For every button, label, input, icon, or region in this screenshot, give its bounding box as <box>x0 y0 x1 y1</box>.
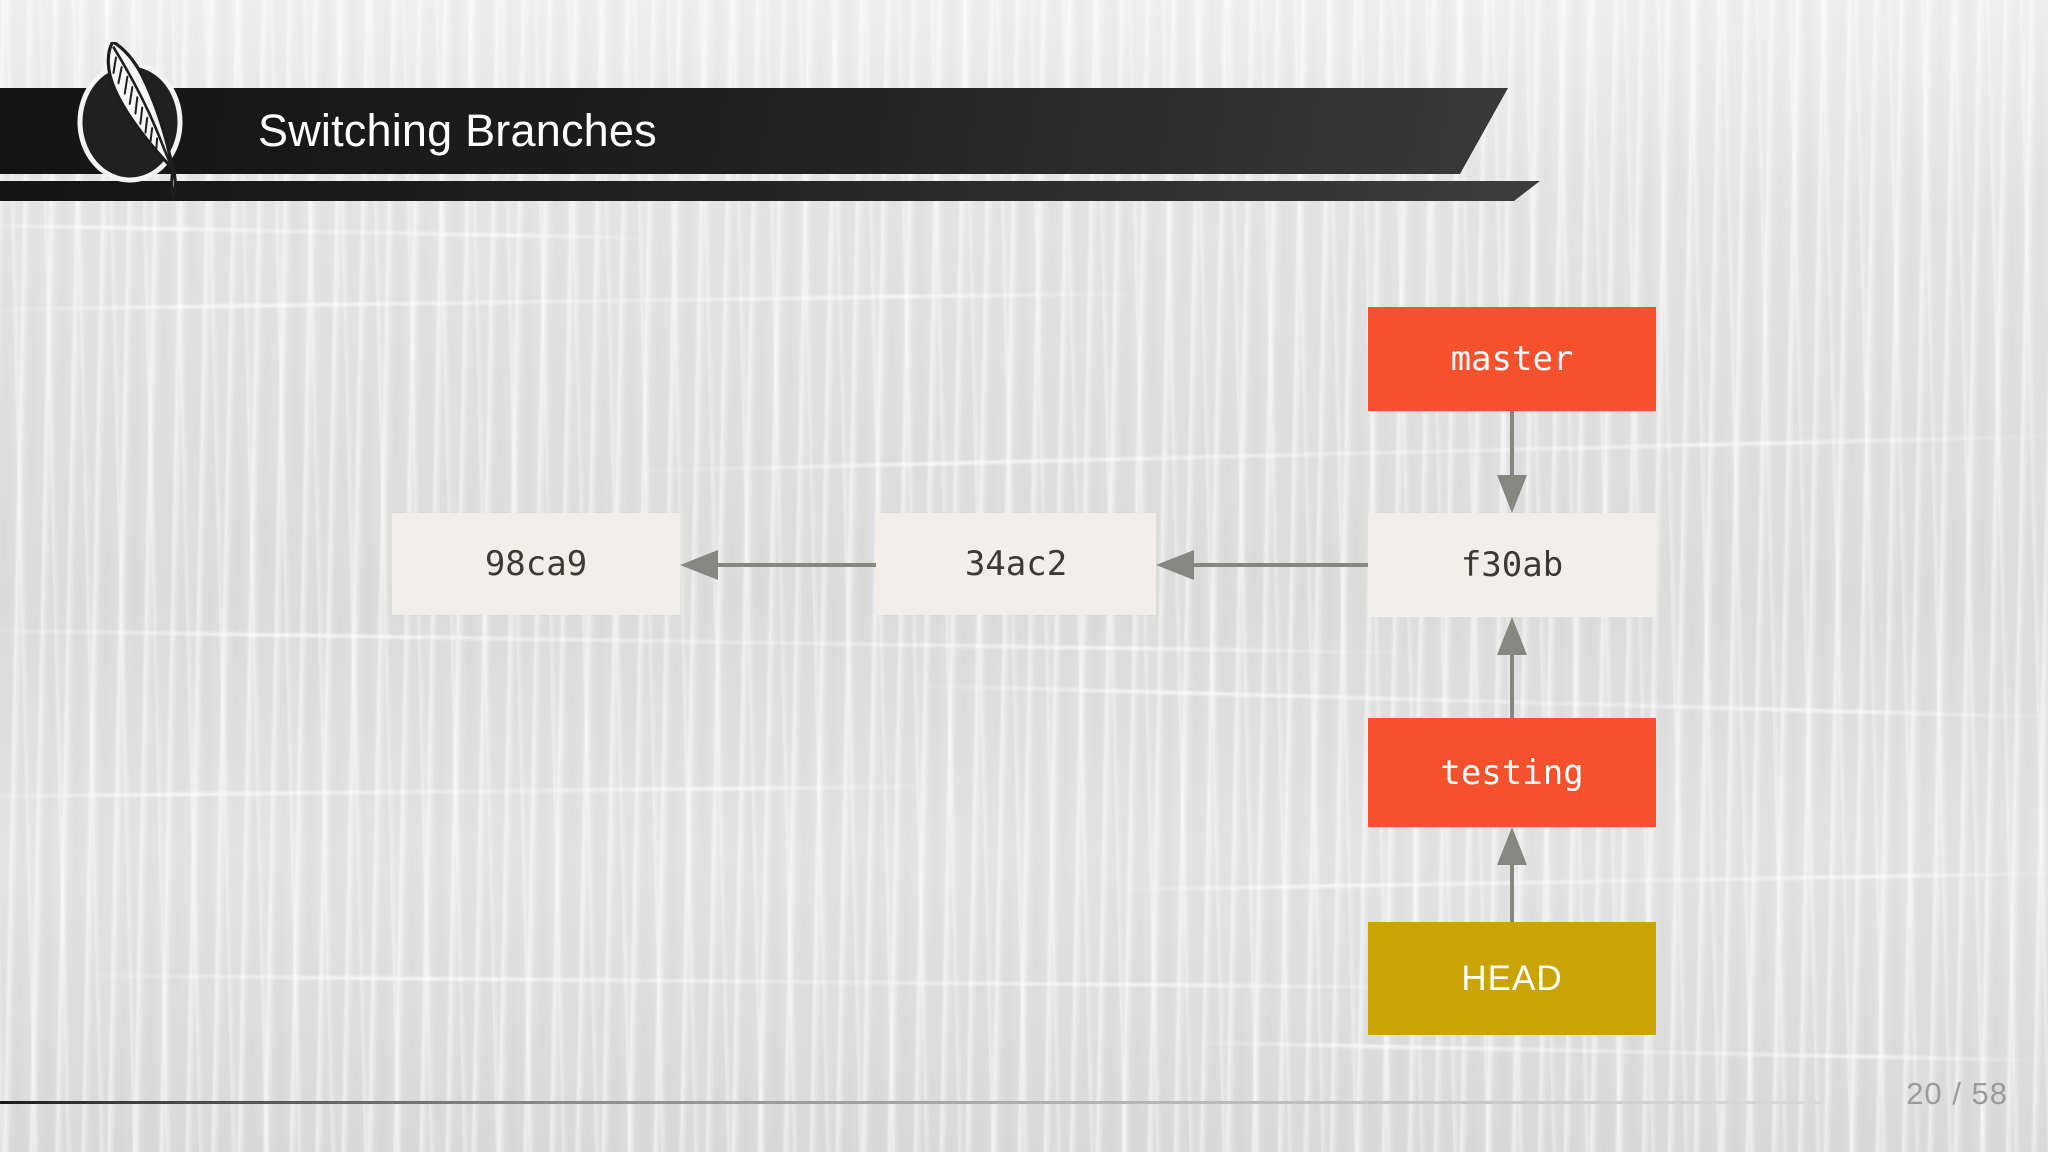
commit-label: 34ac2 <box>964 544 1068 584</box>
commit-node-f30ab[interactable]: f30ab <box>1368 513 1656 617</box>
page-title: Switching Branches <box>258 105 657 156</box>
title-banner-underbar <box>0 181 1540 201</box>
arrow-head-up-icon <box>1497 827 1527 865</box>
arrow-shaft <box>1510 861 1514 922</box>
footer-divider <box>0 1101 1822 1104</box>
branch-label: testing <box>1440 752 1584 793</box>
branch-node-testing[interactable]: testing <box>1368 718 1656 827</box>
commit-node-34ac2[interactable]: 34ac2 <box>876 513 1156 615</box>
head-label: HEAD <box>1461 958 1563 998</box>
edge-head-to-testing <box>1495 827 1529 922</box>
quill-feather-logo-icon <box>72 42 198 200</box>
commit-label: 98ca9 <box>484 544 588 584</box>
arrow-head-left-icon <box>680 550 718 580</box>
edge-34ac2-to-98ca9 <box>680 548 876 582</box>
arrow-shaft <box>1510 411 1514 479</box>
head-pointer-node[interactable]: HEAD <box>1368 922 1656 1035</box>
title-banner <box>0 88 1508 174</box>
branch-node-master[interactable]: master <box>1368 307 1656 411</box>
edge-testing-to-f30ab <box>1495 617 1529 718</box>
edge-f30ab-to-34ac2 <box>1156 548 1368 582</box>
edge-master-to-f30ab <box>1495 411 1529 513</box>
arrow-shaft <box>1510 651 1514 718</box>
arrow-shaft <box>716 563 876 567</box>
commit-node-98ca9[interactable]: 98ca9 <box>392 513 680 615</box>
page-indicator: 20 / 58 <box>1906 1076 2008 1111</box>
arrow-head-down-icon <box>1497 475 1527 513</box>
arrow-shaft <box>1192 563 1368 567</box>
arrow-head-up-icon <box>1497 617 1527 655</box>
arrow-head-left-icon <box>1156 550 1194 580</box>
branch-label: master <box>1450 339 1574 379</box>
commit-label: f30ab <box>1460 545 1564 585</box>
